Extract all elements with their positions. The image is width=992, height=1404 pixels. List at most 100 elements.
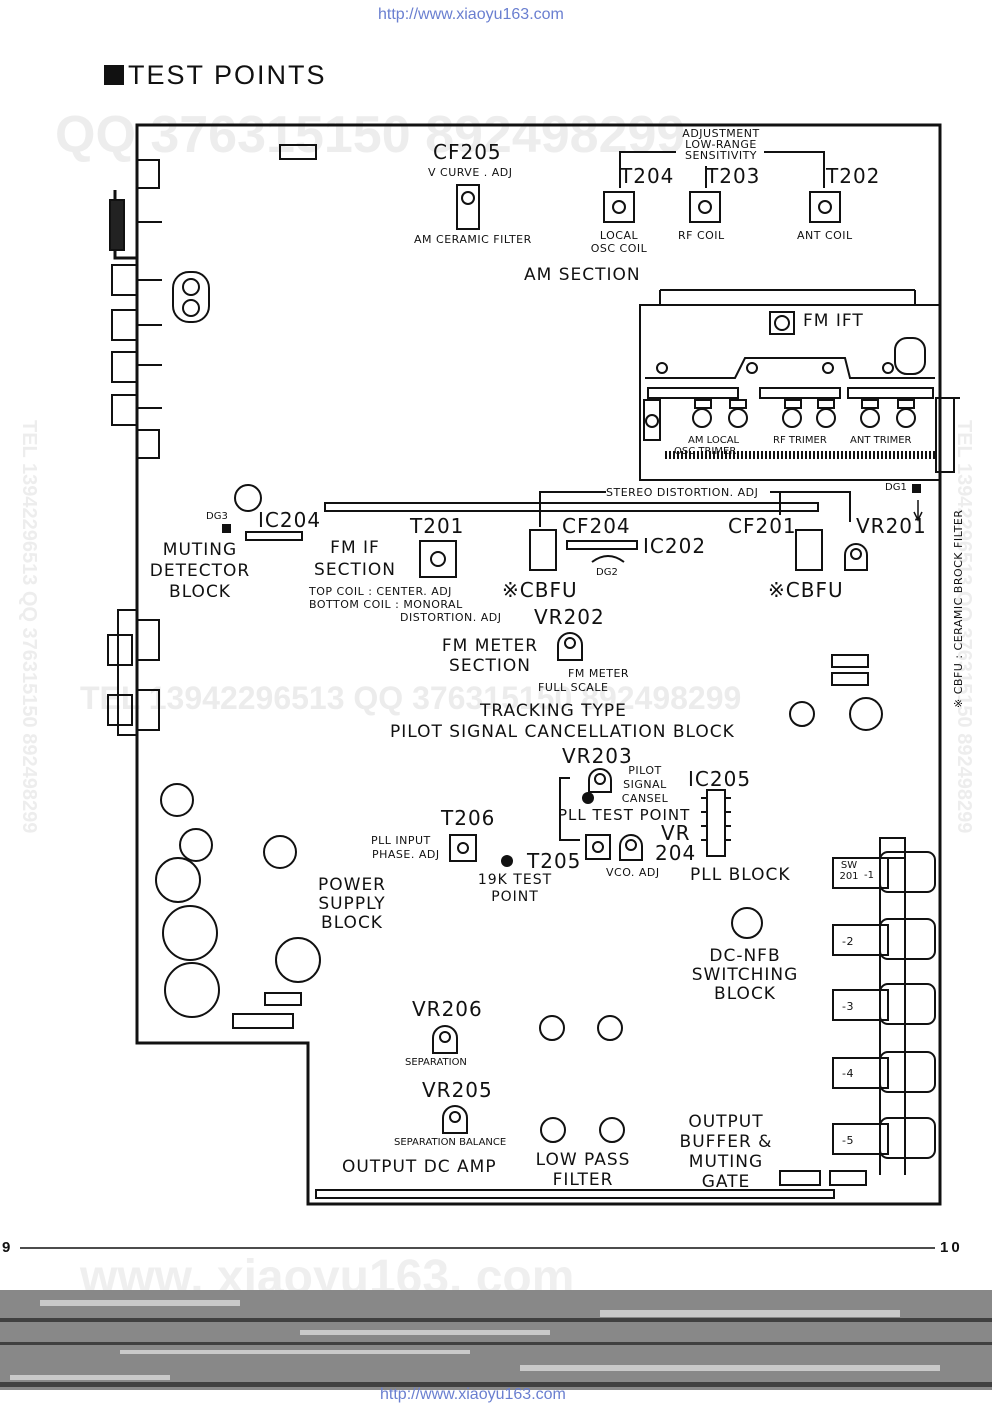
vr203-label: VR203: [562, 744, 633, 768]
vr205-part: [442, 1105, 468, 1134]
low-range-text: LOW-RANGE: [685, 138, 757, 151]
v-curve-adj-label: V CURVE . ADJ: [428, 166, 513, 179]
supply-text: SUPPLY: [318, 894, 386, 914]
low-pass-text: LOW PASS: [535, 1150, 631, 1170]
am-section-label: AM SECTION: [524, 265, 641, 285]
vr206-label: VR206: [412, 997, 483, 1021]
top-url[interactable]: http://www.xiaoyu163.com: [378, 6, 564, 23]
fm-meter-section-text: SECTION: [449, 656, 531, 676]
ic202-label: IC202: [643, 534, 707, 558]
power-text: POWER: [318, 875, 386, 895]
output-text: OUTPUT: [688, 1112, 764, 1132]
title-text: TEST POINTS: [128, 60, 327, 90]
bottom-coil-label: BOTTOM COIL : MONORAL: [309, 598, 463, 611]
dg2-label: DG2: [596, 567, 618, 578]
pll-block-label: PLL BLOCK: [690, 865, 791, 885]
sw3-label: -3: [842, 1000, 854, 1013]
cf201-label: CF201: [728, 514, 797, 538]
19k-test-point-dot: [501, 855, 513, 867]
t203-coil: [689, 191, 721, 223]
phase-adj-label: PHASE. ADJ: [372, 848, 440, 861]
antenna-terminal: [172, 271, 210, 323]
sw-text: SW: [840, 860, 858, 871]
sw5-label: -5: [842, 1134, 854, 1147]
am-ceramic-filter-label: AM CERAMIC FILTER: [414, 233, 532, 246]
t206-coil: [449, 834, 477, 862]
output-buffer-muting-gate-label: OUTPUT BUFFER & MUTING GATE: [672, 1112, 780, 1192]
sensitivity-text: SENSITIVITY: [684, 149, 758, 162]
block-text: BLOCK: [169, 582, 231, 602]
watermark-mid: TEL 13942296513 QQ 376315150 892498299: [80, 680, 742, 716]
pilot-block-label: PILOT SIGNAL CANCELLATION BLOCK: [390, 722, 735, 742]
bottom-url[interactable]: http://www.xiaoyu163.com: [380, 1386, 566, 1403]
switch-bank: [832, 851, 936, 1159]
fm-if-text: FM IF: [330, 538, 380, 558]
adjustment-label: ADJUSTMENT LOW-RANGE SENSITIVITY: [676, 128, 766, 161]
page-number-right: 10: [940, 1239, 963, 1256]
t204-coil: [603, 191, 635, 223]
cansel-text: CANSEL: [621, 792, 669, 805]
rf-coil-label: RF COIL: [678, 229, 725, 242]
adjustment-text: ADJUSTMENT: [682, 127, 760, 140]
pilot-signal-cansel-label: PILOT SIGNAL CANSEL: [618, 764, 672, 806]
dg1-marker: [912, 484, 921, 493]
dg3-marker: [222, 524, 231, 533]
cf204-label: CF204: [562, 514, 631, 538]
detector-text: DETECTOR: [149, 561, 251, 581]
vr203-part: [588, 768, 612, 793]
ant-trimer-label: ANT TRIMER: [850, 435, 912, 446]
stereo-distortion-label: STEREO DISTORTION. ADJ: [606, 486, 759, 499]
rf-trimer-label: RF TRIMER: [773, 435, 827, 446]
t202-label: T202: [826, 164, 881, 188]
ic202-part: [566, 540, 638, 550]
fm-meter-small-label: FM METER: [568, 667, 630, 680]
vco-coil: [585, 834, 611, 860]
muting-gate-text: MUTING: [688, 1152, 764, 1172]
power-block-text: BLOCK: [321, 913, 383, 933]
t202-coil: [809, 191, 841, 223]
vr201-label: VR201: [856, 514, 927, 538]
cf204-part: [529, 529, 557, 571]
page-title: TEST POINTS: [104, 60, 327, 91]
pilot-text: PILOT: [628, 764, 662, 777]
t205-label: T205: [527, 849, 582, 873]
distortion-adj-label: DISTORTION. ADJ: [400, 611, 502, 624]
osc-trimer-label: OSC TRIMER: [674, 446, 737, 457]
cf201-part: [795, 529, 823, 571]
page-number-left: 9: [2, 1239, 11, 1256]
low-pass-filter-label: LOW PASS FILTER: [527, 1150, 639, 1190]
watermark-qq: QQ 376315150 892498299: [55, 106, 686, 164]
dc-nfb-switching-label: DC-NFB SWITCHING BLOCK: [682, 947, 808, 1004]
separation-label: SEPARATION: [405, 1057, 467, 1068]
board-outline: [135, 123, 942, 1206]
19k-test-text: 19K TEST: [477, 872, 553, 888]
vco-adj-label: VCO. ADJ: [606, 866, 660, 879]
fm-meter-text: FM METER: [441, 636, 539, 656]
ic205-part: [706, 789, 726, 857]
vr202-label: VR202: [534, 605, 605, 629]
cbfu-left-label: ※CBFU: [502, 578, 578, 602]
vr204-label-a: VR: [661, 821, 691, 845]
local-text: LOCAL: [599, 229, 639, 242]
section-text: SECTION: [314, 560, 396, 580]
tuner-module: [639, 304, 941, 481]
am-local-label: AM LOCAL: [688, 435, 740, 446]
point-text: POINT: [491, 889, 539, 905]
sw2-label: -2: [842, 935, 854, 948]
pll-test-point-label: PLL TEST POINT: [558, 806, 691, 824]
fm-if-section-label: FM IF SECTION: [305, 537, 405, 581]
dg1-label: DG1: [885, 482, 907, 493]
switching-text: SWITCHING: [691, 965, 799, 985]
dg3-label: DG3: [206, 511, 228, 522]
t206-label: T206: [441, 806, 496, 830]
vr205-label: VR205: [422, 1078, 493, 1102]
19k-test-point-label: 19K TEST POINT: [472, 872, 558, 906]
cf205-label: CF205: [433, 140, 502, 164]
sw-201-text: 201: [839, 871, 859, 882]
t201-label: T201: [410, 514, 465, 538]
dc-nfb-text: DC-NFB: [709, 946, 781, 966]
cbfu-right-label: ※CBFU: [768, 578, 844, 602]
ic204-part: [245, 531, 303, 541]
scan-band: [0, 1290, 992, 1390]
signal-text: SIGNAL: [623, 778, 667, 791]
